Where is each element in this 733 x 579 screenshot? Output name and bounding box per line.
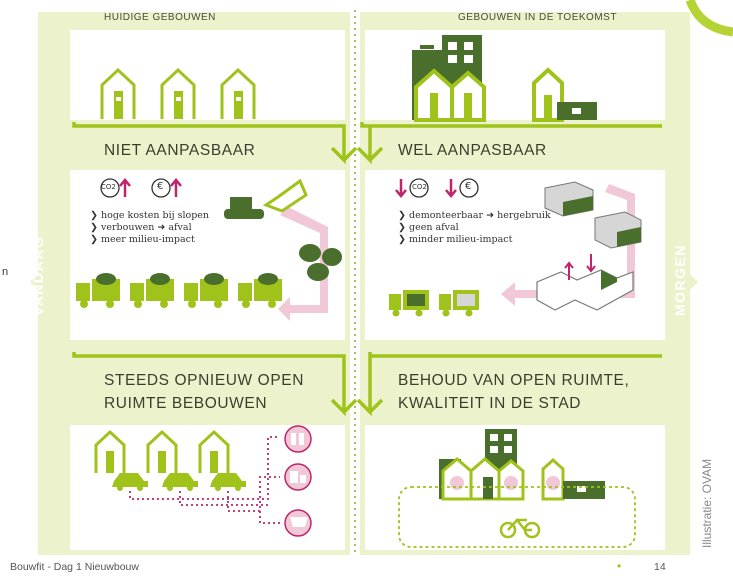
urban-sprawl-illustration xyxy=(94,425,312,537)
demolition-flow-illustration xyxy=(76,178,342,321)
left-bullet-3: ❯ meer milieu-impact xyxy=(90,234,195,245)
illustration-credit: Illustratie: OVAM xyxy=(700,458,714,548)
co2-up-badge xyxy=(100,178,131,198)
left-bullet-2: ❯ verbouwen ➜ afval xyxy=(90,222,192,233)
left-bullet-1: ❯ hoge kosten bij slopen xyxy=(90,210,210,221)
banner-preserve-open-space-1: BEHOUD VAN OPEN RUIMTE, xyxy=(398,372,630,389)
arrow-right-icon: ➜ xyxy=(486,210,495,221)
right-bullet-3: ❯ minder milieu-impact xyxy=(398,234,513,245)
future-buildings-illustration xyxy=(412,35,597,122)
footer-bullet: • xyxy=(617,559,622,573)
current-houses-illustration xyxy=(100,67,256,119)
banner-not-adaptable: NIET AANPASBAAR xyxy=(104,142,256,159)
page-number: 14 xyxy=(654,561,666,573)
banner-preserve-open-space-2: KWALITEIT IN DE STAD xyxy=(398,395,582,412)
banner-adaptable: WEL AANPASBAAR xyxy=(398,142,547,159)
co2-label-right: CO2 xyxy=(412,183,427,191)
euro-up-badge xyxy=(151,178,182,198)
banner-build-open-space-1: STEEDS OPNIEUW OPEN xyxy=(104,372,305,389)
bullet-arrow-icon: ❯ xyxy=(90,222,98,233)
bullet-arrow-icon: ❯ xyxy=(398,234,406,245)
bullet-arrow-icon: ❯ xyxy=(90,210,98,221)
right-header: GEBOUWEN IN DE TOEKOMST xyxy=(458,12,617,23)
co2-down-badge xyxy=(395,178,429,198)
bullet-arrow-icon: ❯ xyxy=(398,210,406,221)
euro-label-right: € xyxy=(465,181,472,192)
left-header: HUIDIGE GEBOUWEN xyxy=(104,12,216,23)
euro-label-left: € xyxy=(157,181,164,192)
co2-label-left: CO2 xyxy=(101,183,116,191)
right-bullet-1: ❯ demonteerbaar ➜ hergebruik xyxy=(398,210,551,221)
bullet-arrow-icon: ❯ xyxy=(398,222,406,233)
euro-down-badge xyxy=(445,178,479,198)
stray-letter: n xyxy=(2,266,9,278)
right-bullet-2: ❯ geen afval xyxy=(398,222,459,233)
reuse-flow-illustration xyxy=(389,181,642,317)
footer-course-title: Bouwfit - Dag 1 Nieuwbouw xyxy=(10,561,139,573)
arrow-right-icon: ➜ xyxy=(157,222,166,233)
bullet-arrow-icon: ❯ xyxy=(90,234,98,245)
compact-city-illustration xyxy=(398,429,636,548)
banner-build-open-space-2: RUIMTE BEBOUWEN xyxy=(104,395,268,412)
